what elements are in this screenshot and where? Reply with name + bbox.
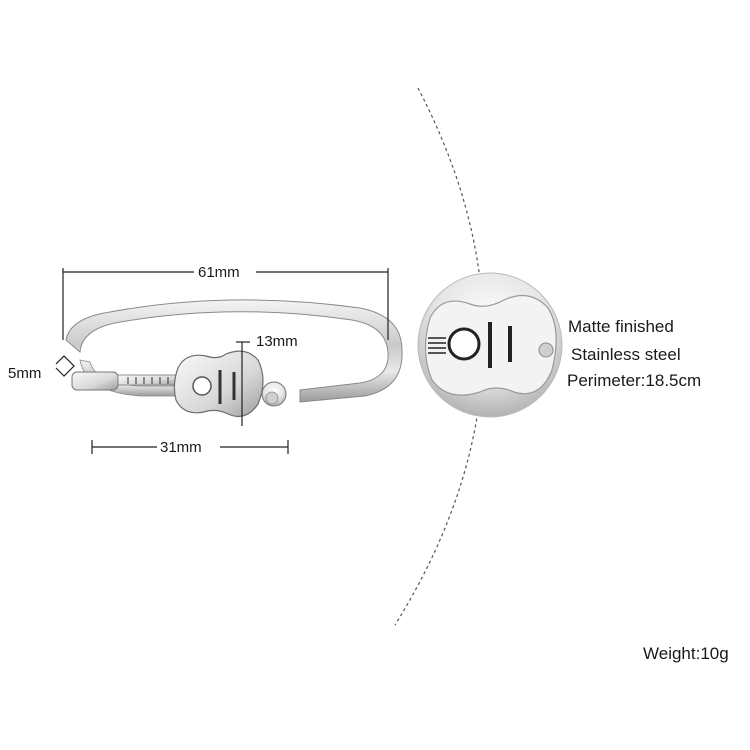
dashed-arc — [394, 87, 485, 626]
charm-length-label: 31mm — [160, 439, 202, 456]
weight-label: Weight:10g — [643, 644, 729, 663]
feature-finish: Matte finished — [568, 317, 674, 336]
charm-zoom-disc — [417, 272, 563, 418]
feature-material: Stainless steel — [571, 345, 681, 364]
guitar-charm — [71, 350, 287, 417]
charm-height-label: 13mm — [256, 333, 298, 350]
band-width-label: 5mm — [8, 365, 42, 382]
feature-perimeter: Perimeter:18.5cm — [567, 371, 702, 390]
dimension-lines — [55, 268, 389, 454]
bangle-width-label: 61mm — [198, 264, 240, 281]
